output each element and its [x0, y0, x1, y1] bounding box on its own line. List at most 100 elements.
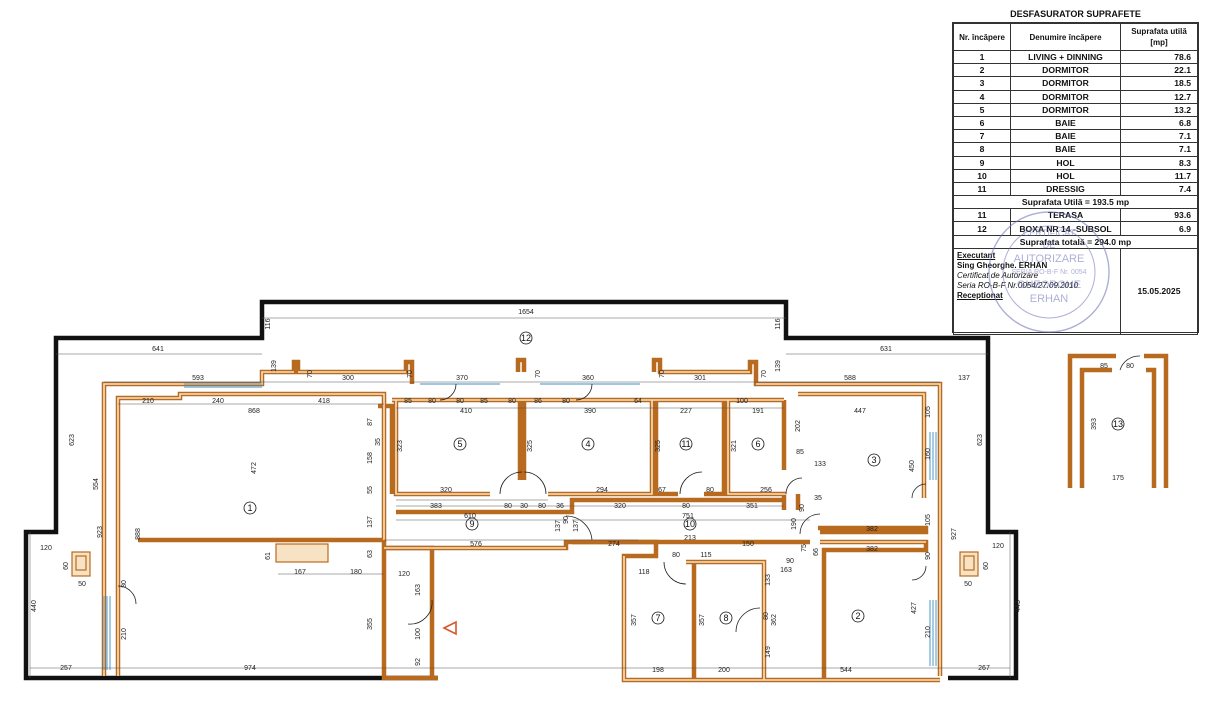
- stamp-line: SERIA RO-B-F Nr. 0054: [1011, 269, 1086, 276]
- dimension-label: 64: [634, 398, 642, 405]
- dimension-label: 80: [456, 398, 464, 405]
- dimension-label: 139: [775, 360, 782, 372]
- dimension-label: 213: [684, 535, 696, 542]
- room-number: 6: [755, 439, 760, 449]
- dimension-label: 60: [983, 562, 990, 570]
- dimension-label: 256: [760, 487, 772, 494]
- row-name: DORMITOR: [1010, 102, 1121, 117]
- room-number: 12: [521, 333, 531, 343]
- dimension-label: 588: [844, 375, 856, 382]
- dimension-label: 50: [78, 581, 86, 588]
- dimension-label: 80: [504, 503, 512, 510]
- dimension-label: 70: [659, 370, 666, 378]
- windows: [103, 383, 937, 670]
- dimension-label: 116: [775, 318, 782, 329]
- storage-box-13: [1067, 353, 1169, 488]
- dimension-label: 198: [652, 667, 664, 674]
- dimension-label: 320: [440, 487, 452, 494]
- row-area: 13.2: [1120, 102, 1198, 117]
- dimension-label: 80: [508, 398, 516, 405]
- row-name: BAIE: [1010, 142, 1121, 157]
- row-area: 11.7: [1120, 168, 1198, 183]
- room-number: 4: [585, 439, 590, 449]
- dimension-label: 85: [480, 398, 488, 405]
- executant-block: Executant Sing Gheorghe. ERHAN Certifica…: [953, 247, 1121, 335]
- row-number: 7: [953, 129, 1011, 144]
- stamp-line: AUTORIZARE: [1014, 253, 1085, 265]
- signature-row: Executant Sing Gheorghe. ERHAN Certifica…: [953, 247, 1198, 335]
- dimension-label: 115: [700, 552, 711, 559]
- room-number: 1: [247, 503, 252, 513]
- dimension-label: 80: [121, 580, 128, 588]
- grand-total: Suprafata totală = 294.0 mp: [953, 234, 1198, 249]
- dimension-label: 210: [121, 628, 128, 640]
- row-name: BAIE: [1010, 115, 1121, 131]
- dimension-label: 927: [951, 528, 958, 540]
- dimension-label: 133: [765, 574, 772, 586]
- dimension-label: 116: [265, 318, 272, 329]
- row-area: 78.6: [1120, 49, 1198, 65]
- furniture: [71, 543, 979, 577]
- row-area: 93.6: [1120, 208, 1198, 223]
- dimension-label: 323: [397, 440, 404, 452]
- doors: [117, 383, 927, 633]
- dimension-label: 87: [367, 418, 374, 426]
- dimension-label: 66: [813, 548, 820, 556]
- series-text: Seria RO-B-F Nr.0054/27.09.2010: [957, 280, 1078, 290]
- dimension-label: 190: [791, 518, 798, 530]
- dimension-label: 63: [367, 550, 374, 558]
- dimension-label: 1654: [518, 309, 534, 316]
- dimension-label: 267: [978, 665, 990, 672]
- dimension-label: 370: [456, 375, 468, 382]
- dimension-label: 80: [562, 398, 570, 405]
- dimension-label: 167: [294, 569, 306, 576]
- room-number: 7: [655, 613, 660, 623]
- table-header-row: Nr. încăpere Denumire încăpere Suprafata…: [953, 23, 1198, 51]
- dimension-label: 382: [866, 526, 878, 533]
- dimension-label: 888: [135, 528, 142, 540]
- row-number: 2: [953, 63, 1011, 78]
- dimension-label: 362: [771, 614, 778, 626]
- dimension-label: 149: [765, 646, 772, 658]
- room-number: 3: [871, 455, 876, 465]
- row-number: 1: [953, 49, 1011, 65]
- row-number: 5: [953, 102, 1011, 117]
- row-name: HOL: [1010, 155, 1121, 170]
- row-name: DORMITOR: [1010, 63, 1121, 78]
- dimension-label: 393: [1091, 418, 1098, 430]
- row-number: 3: [953, 76, 1011, 91]
- dimension-label: 410: [460, 408, 472, 415]
- dimension-label: 100: [736, 398, 748, 405]
- dimension-label: 80: [682, 503, 690, 510]
- dimension-label: 150: [742, 541, 754, 548]
- dimension-label: 180: [350, 569, 362, 576]
- dimension-label: 163: [780, 567, 792, 574]
- row-name: DRESSIG: [1010, 181, 1121, 197]
- dimension-label: 325: [655, 440, 662, 452]
- entrance-arrow-icon: [442, 620, 457, 636]
- room-number: 9: [469, 519, 474, 529]
- dimension-label: 70: [535, 370, 542, 378]
- dimension-label: 443: [1015, 600, 1022, 612]
- dimension-label: 357: [631, 614, 638, 626]
- dimension-label: 35: [375, 438, 382, 446]
- room-number: 8: [723, 613, 728, 623]
- dimension-label: 623: [977, 434, 984, 446]
- dimension-label: 325: [527, 440, 534, 452]
- dimension-label: 450: [909, 460, 916, 472]
- dimension-label: 418: [318, 398, 330, 405]
- dimension-label: 55: [367, 486, 374, 494]
- dimension-label: 631: [880, 346, 892, 353]
- dimension-label: 200: [718, 667, 730, 674]
- dimension-label: 80: [538, 503, 546, 510]
- dimension-label: 70: [307, 370, 314, 378]
- dimension-label: 610: [464, 513, 476, 520]
- row-name: DORMITOR: [1010, 89, 1121, 104]
